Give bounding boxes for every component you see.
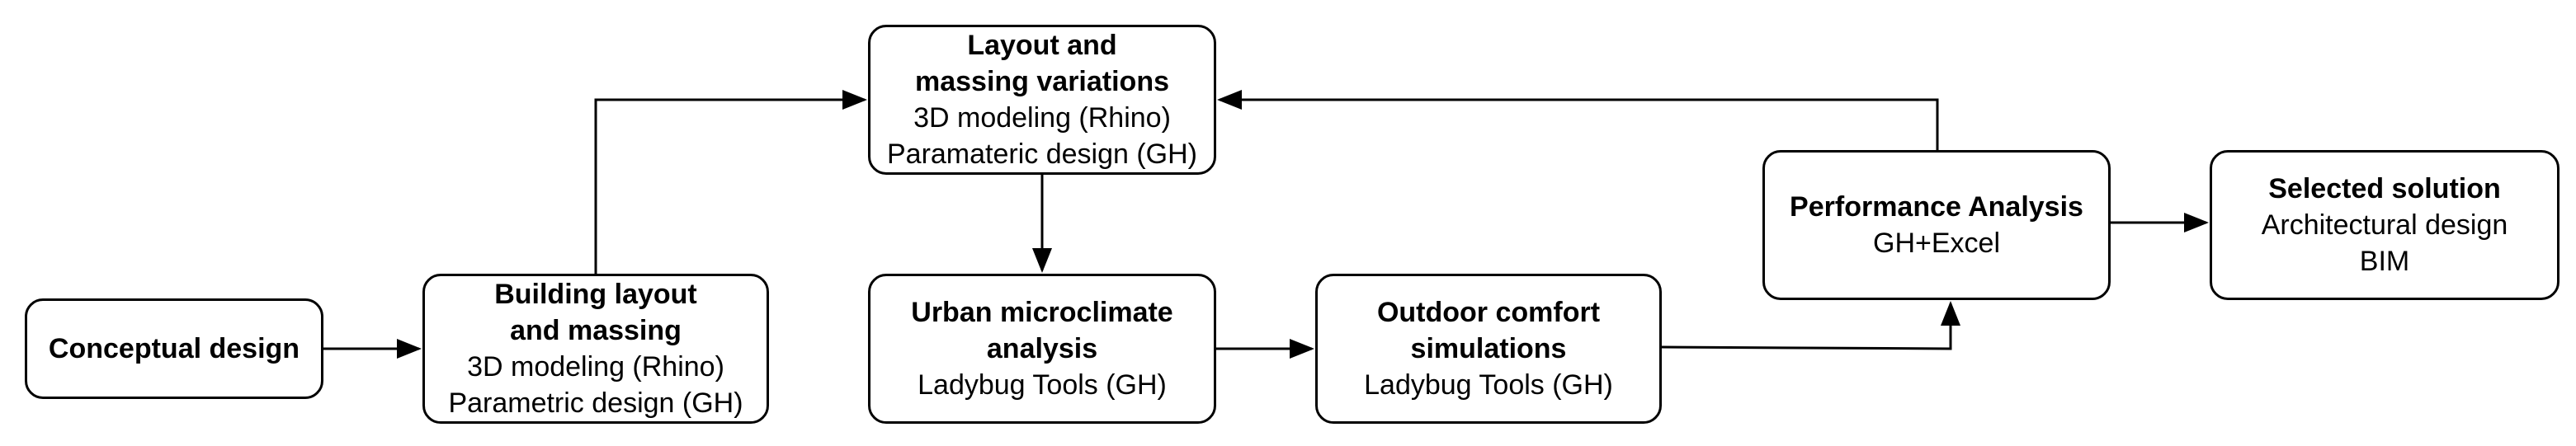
node-layout-massing-variations: Layout and massing variations 3D modelin… (868, 25, 1216, 175)
node-title-line: massing variations (914, 66, 1169, 97)
node-urban-microclimate-analysis: Urban microclimate analysis Ladybug Tool… (868, 274, 1216, 424)
node-subtitle: 3D modeling (Rhino) (467, 351, 724, 383)
node-title-line: simulations (1410, 333, 1567, 364)
node-subtitle: Architectural design (2261, 209, 2508, 241)
node-outdoor-comfort-simulations: Outdoor comfort simulations Ladybug Tool… (1315, 274, 1662, 424)
node-subtitle: BIM (2359, 246, 2410, 277)
node-title: Performance Analysis (1790, 191, 2083, 223)
node-title-line: Outdoor comfort (1376, 297, 1601, 328)
node-title-line: analysis (986, 333, 1098, 364)
node-subtitle: Parametric design (GH) (448, 387, 743, 419)
node-conceptual-design: Conceptual design (25, 298, 323, 399)
node-building-layout: Building layout and massing 3D modeling … (422, 274, 769, 424)
node-title-line: Building layout (494, 279, 697, 310)
node-performance-analysis: Performance Analysis GH+Excel (1762, 150, 2111, 300)
edge-outdoor-to-performance (1661, 301, 1960, 350)
node-title-line: Layout and (967, 30, 1117, 61)
node-subtitle: GH+Excel (1873, 228, 2000, 259)
edge-performance-to-layout (1217, 90, 1939, 150)
node-title: Conceptual design (48, 333, 300, 364)
node-title-line: Urban microclimate (911, 297, 1173, 328)
node-subtitle: Ladybug Tools (GH) (918, 369, 1167, 401)
node-title: Selected solution (2268, 173, 2501, 204)
node-subtitle: Ladybug Tools (GH) (1364, 369, 1613, 401)
node-title-line: and massing (510, 315, 682, 346)
node-subtitle: 3D modeling (Rhino) (913, 102, 1171, 134)
node-subtitle: Paramateric design (GH) (886, 138, 1197, 170)
node-selected-solution: Selected solution Architectural design B… (2210, 150, 2559, 300)
edge-building-to-layout (594, 90, 867, 274)
